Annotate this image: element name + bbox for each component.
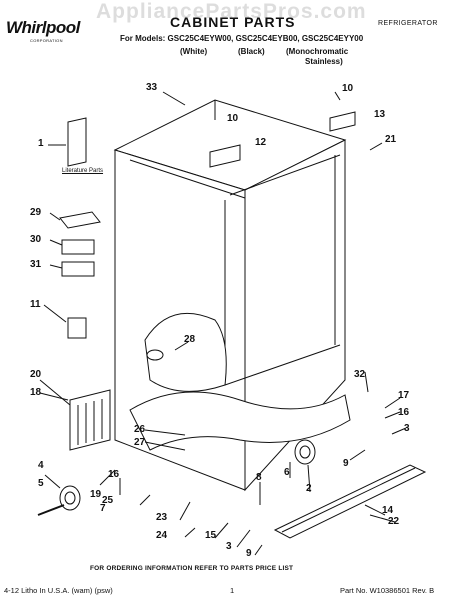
callout-21: 21 <box>385 134 397 145</box>
brand-logo: Whirlpool <box>6 18 80 37</box>
callout-7: 7 <box>100 503 106 514</box>
callout-22: 22 <box>388 516 400 527</box>
top-hinge-left <box>209 144 241 168</box>
callout-16-left: 16 <box>108 469 120 480</box>
callout-17: 17 <box>398 390 410 401</box>
callout-14: 14 <box>382 505 394 516</box>
callout-19: 19 <box>90 489 102 500</box>
model-list: For Models: GSC25C4EYW00, GSC25C4EYB00, … <box>120 34 364 43</box>
water-valve <box>67 317 87 339</box>
callout-9-right: 9 <box>343 458 349 469</box>
callout-10-left: 10 <box>227 113 239 124</box>
watermark: AppliancePartsPros.com <box>96 0 367 23</box>
callout-20: 20 <box>30 369 42 380</box>
side-bracket <box>69 389 111 451</box>
grommet <box>146 349 164 361</box>
callout-23: 23 <box>156 512 168 523</box>
callout-18-left: 18 <box>30 387 42 398</box>
callout-16-right: 16 <box>398 407 410 418</box>
callout-3-bottom: 3 <box>226 541 232 552</box>
literature-parts <box>67 117 87 167</box>
front-wheel <box>59 485 81 511</box>
callout-1: 1 <box>38 138 44 149</box>
callout-9-bottom: 9 <box>246 548 252 559</box>
base-pan <box>129 391 351 451</box>
callout-26: 26 <box>134 424 146 435</box>
brand-logo-sub: CORPORATION <box>30 38 63 43</box>
variant-mono-2: Stainless) <box>305 57 343 66</box>
control-board <box>61 239 95 255</box>
callout-27: 27 <box>134 437 146 448</box>
page-number: 1 <box>230 586 235 595</box>
callout-10-right: 10 <box>342 83 354 94</box>
variant-black: (Black) <box>238 47 265 56</box>
toe-grille <box>273 464 427 539</box>
liner-opening <box>144 312 227 392</box>
callout-8: 8 <box>256 472 262 483</box>
callout-32: 32 <box>354 369 366 380</box>
leveling-screw <box>37 504 65 516</box>
callout-13: 13 <box>374 109 386 120</box>
top-hinge-right <box>329 111 356 132</box>
rear-wheel <box>294 439 316 465</box>
callout-6: 6 <box>284 467 290 478</box>
part-number: Part No. W10386501 Rev. B <box>340 586 435 595</box>
variant-white: (White) <box>180 47 208 56</box>
variant-mono: (Monochromatic <box>286 47 349 56</box>
callout-12: 12 <box>255 137 267 148</box>
callout-3-right: 3 <box>404 423 410 434</box>
callout-25: 25 <box>102 495 114 506</box>
literature-parts-label: Literature Parts <box>62 168 104 174</box>
electronic-control-cover <box>59 211 101 229</box>
callout-5: 5 <box>38 478 44 489</box>
callout-15: 15 <box>205 530 217 541</box>
callout-30: 30 <box>30 234 42 245</box>
product-category: REFRIGERATOR <box>378 20 438 27</box>
callout-11: 11 <box>30 299 41 310</box>
ordering-note: FOR ORDERING INFORMATION REFER TO PARTS … <box>90 565 294 572</box>
callout-2: 2 <box>306 483 312 494</box>
callout-28: 28 <box>184 334 196 345</box>
page-title: CABINET PARTS <box>170 14 296 30</box>
callout-4: 4 <box>38 460 44 471</box>
footer-litho: 4-12 Litho In U.S.A. (wam) (psw) <box>4 586 113 595</box>
control-housing <box>61 261 95 277</box>
callout-31: 31 <box>30 259 42 270</box>
callout-29: 29 <box>30 207 42 218</box>
callout-33: 33 <box>146 82 158 93</box>
callout-24: 24 <box>156 530 168 541</box>
